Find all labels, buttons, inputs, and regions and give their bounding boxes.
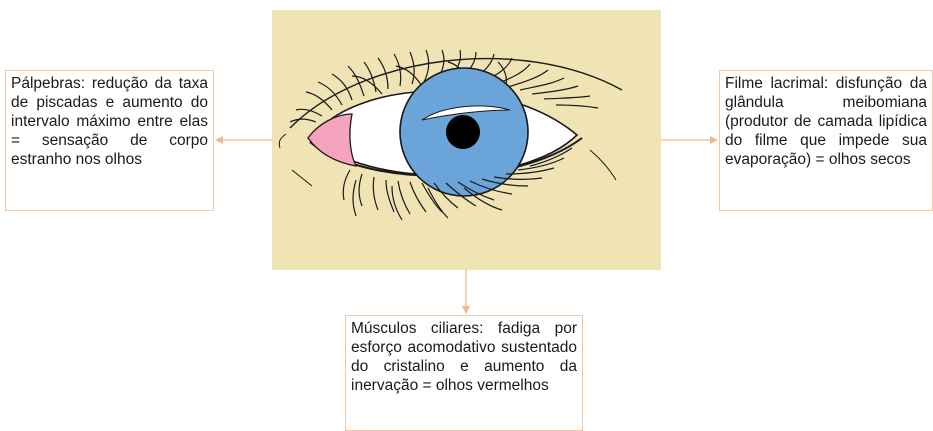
annotation-ciliary-muscles: Músculos ciliares: fadiga por esforço ac…	[345, 315, 583, 431]
annotation-eyelids: Pálpebras: redução da taxa de piscadas e…	[5, 70, 214, 211]
pupil	[446, 115, 480, 149]
eye-illustration	[272, 10, 661, 270]
annotation-tear-film: Filme lacrimal: disfunção da glândula me…	[719, 70, 933, 211]
